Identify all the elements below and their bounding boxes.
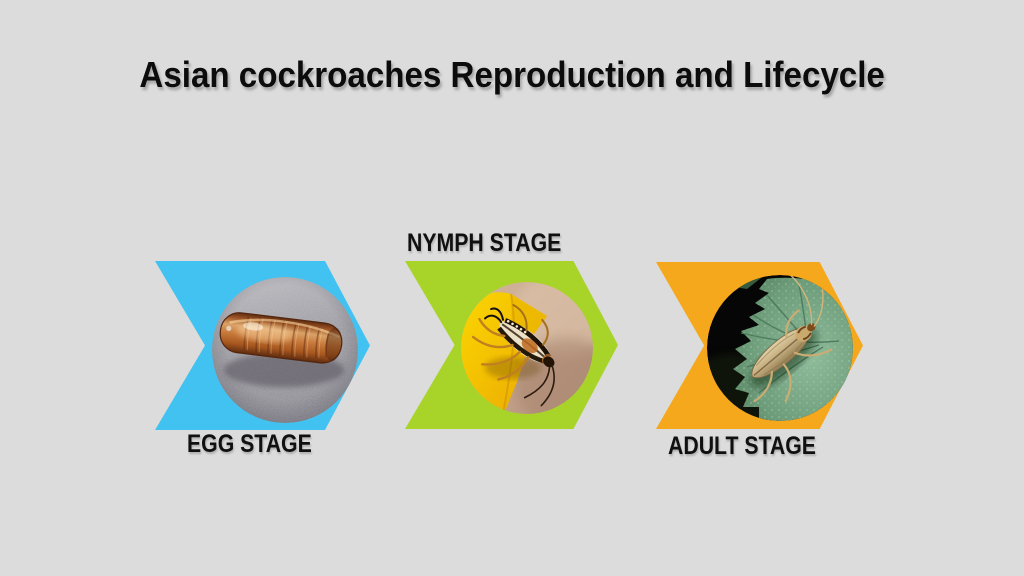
page-title: Asian cockroaches Reproduction and Lifec… <box>0 57 1024 93</box>
stage-label-adult: ADULT STAGE <box>668 432 816 460</box>
stage-label-nymph: NYMPH STAGE <box>407 229 562 257</box>
adult-photo <box>707 275 853 421</box>
page-title-text: Asian cockroaches Reproduction and Lifec… <box>139 54 885 95</box>
stage-label-egg: EGG STAGE <box>187 430 312 458</box>
egg-case-photo <box>212 277 358 423</box>
nymph-photo <box>461 282 593 414</box>
